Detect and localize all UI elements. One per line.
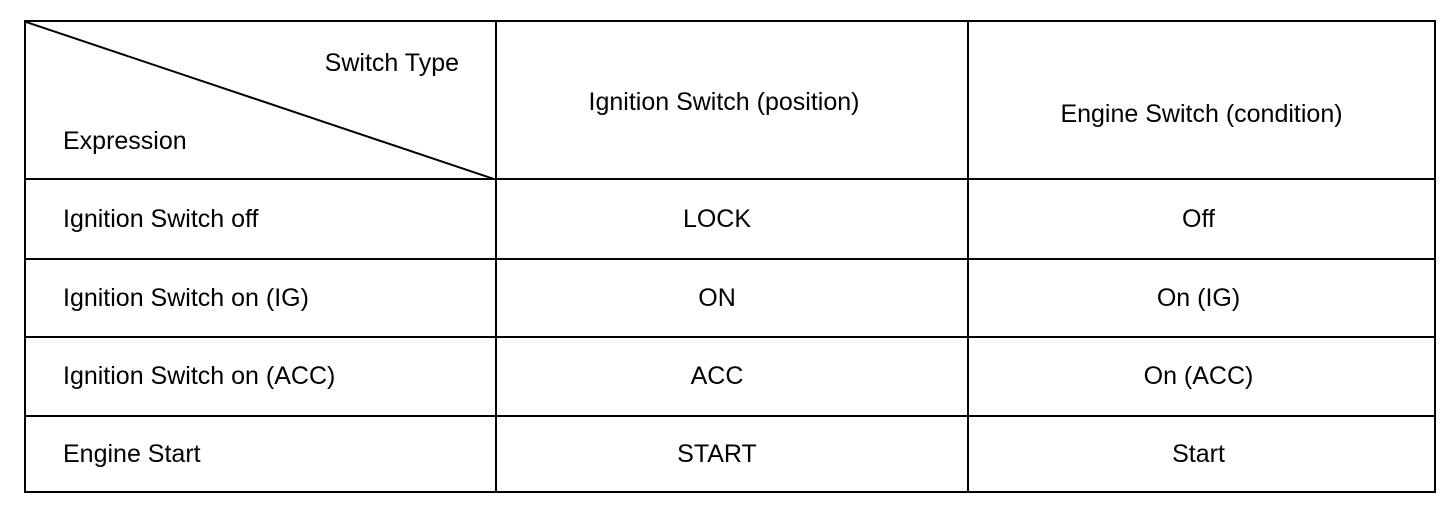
ignition-position-cell: LOCK — [497, 180, 969, 258]
table-row: Ignition Switch off LOCK Off — [26, 180, 1434, 260]
table-header-row: Switch Type Expression Ignition Switch (… — [26, 22, 1434, 180]
ignition-switch-header-label: Ignition Switch (position) — [588, 88, 860, 116]
engine-switch-header-label: Engine Switch (condition) — [1060, 100, 1343, 128]
expression-cell: Engine Start — [26, 417, 497, 491]
switch-type-label: Switch Type — [324, 49, 459, 77]
engine-switch-header: Engine Switch (condition) — [969, 22, 1434, 178]
table-row: Ignition Switch on (ACC) ACC On (ACC) — [26, 338, 1434, 417]
diagonal-divider — [26, 22, 497, 180]
table-row: Ignition Switch on (IG) ON On (IG) — [26, 260, 1434, 338]
engine-condition-cell: On (ACC) — [1143, 362, 1254, 390]
switch-type-table: Switch Type Expression Ignition Switch (… — [24, 20, 1436, 493]
engine-condition-cell: On (IG) — [1156, 283, 1241, 312]
table-row: Engine Start START Start — [26, 417, 1434, 491]
corner-header-cell: Switch Type Expression — [26, 22, 497, 180]
expression-cell: Ignition Switch on (IG) — [26, 260, 497, 336]
ignition-position-cell: START — [497, 417, 969, 491]
ignition-switch-header: Ignition Switch (position) — [497, 22, 969, 178]
engine-condition-cell: Off — [1182, 204, 1215, 233]
expression-label: Expression — [63, 127, 187, 155]
ignition-position-cell: ACC — [497, 338, 969, 415]
expression-cell: Ignition Switch on (ACC) — [26, 338, 497, 415]
expression-cell: Ignition Switch off — [26, 180, 497, 258]
engine-condition-cell: Start — [1172, 439, 1225, 468]
ignition-position-cell: ON — [497, 260, 969, 336]
